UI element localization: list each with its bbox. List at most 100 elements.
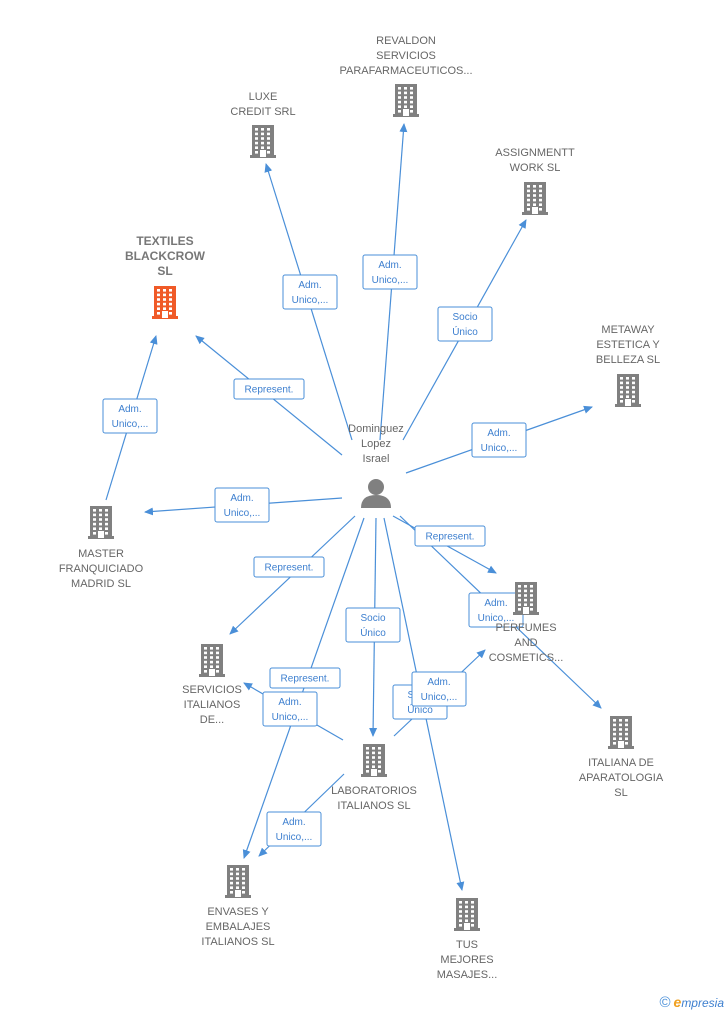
edge-label-text: Adm. [487, 428, 510, 439]
building-icon-envases[interactable] [225, 865, 251, 898]
edge-label-text: Adm. [278, 697, 301, 708]
building-icon-revaldon[interactable] [393, 84, 419, 117]
building-icon-laboratorios[interactable] [361, 744, 387, 777]
node-label-line: LUXE [249, 91, 278, 103]
brand-initial: e [673, 994, 682, 1010]
edge-label-text: Unico,... [292, 295, 329, 306]
person-icon[interactable] [361, 479, 391, 508]
edge-label-text: Unico,... [372, 275, 409, 286]
node-label-line: SL [157, 264, 172, 278]
building-icon-textiles[interactable] [152, 286, 178, 319]
copyright-symbol: © [659, 994, 671, 1011]
building-icon-metaway[interactable] [615, 374, 641, 407]
node-label-line: LABORATORIOS [331, 785, 417, 797]
edge-label-text: Socio [452, 312, 477, 323]
node-label-line: EMBALAJES [206, 921, 271, 933]
brand-footer[interactable]: ©empresia [659, 994, 724, 1011]
node-label-line: MASTER [78, 548, 124, 560]
edge-label-box[interactable] [233, 378, 305, 400]
node-label-line: ITALIANOS SL [201, 936, 274, 948]
building-icon-assignmentt[interactable] [522, 182, 548, 215]
node-label-line: ITALIANOS [184, 699, 241, 711]
edge-label-text: Adm. [427, 677, 450, 688]
edge-label-box[interactable] [345, 607, 401, 643]
edge-label-box[interactable] [414, 525, 486, 547]
edge-label-box[interactable] [269, 667, 341, 689]
node-label-line: ESTETICA Y [596, 339, 660, 351]
company-label-assignmentt: ASSIGNMENTT WORK SL [495, 147, 575, 174]
edge-label-text: Adm. [484, 598, 507, 609]
company-label-master: MASTER FRANQUICIADO MADRID SL [59, 548, 144, 590]
company-label-luxe: LUXE CREDIT SRL [230, 91, 295, 118]
company-label-italiana: ITALIANA DE APARATOLOGIA SL [579, 757, 664, 799]
node-label-line: COSMETICS... [489, 652, 564, 664]
node-label-line: TUS [456, 939, 478, 951]
node-label-line: PERFUMES [495, 622, 556, 634]
edge-label-text: Adm. [118, 404, 141, 415]
edge-label-text: Unico,... [478, 613, 515, 624]
company-label-revaldon: REVALDONSERVICIOSPARAFARMACEUTICOS... [339, 35, 472, 77]
node-label-line: APARATOLOGIA [579, 772, 664, 784]
node-label-line: ENVASES Y [207, 906, 269, 918]
edge-label-text: Unico,... [276, 832, 313, 843]
edge-label-text: Socio [360, 613, 385, 624]
edge-label-box[interactable] [266, 811, 322, 847]
node-label-line: REVALDON [376, 35, 436, 47]
node-label-line: MEJORES [440, 954, 493, 966]
edge-label-text: Adm. [378, 260, 401, 271]
edge-label-text: Represent. [426, 532, 475, 543]
node-label-line: Israel [363, 453, 390, 465]
edge-label-box[interactable] [262, 691, 318, 727]
edge-label-text: Represent. [281, 674, 330, 685]
edge-labels-layer: Adm.Unico,...Adm.Unico,...SocioÚnicoRepr… [102, 254, 527, 847]
node-label-line: SL [614, 787, 627, 799]
node-label-line: Dominguez [348, 423, 404, 435]
edge-label-box[interactable] [253, 556, 325, 578]
edge-label-text: Único [452, 325, 478, 338]
node-label-line: AND [514, 637, 537, 649]
node-label-line: MADRID SL [71, 578, 131, 590]
node-label-line: ASSIGNMENTT [495, 147, 575, 159]
building-icon-luxe[interactable] [250, 125, 276, 158]
edge-label-text: Unico,... [481, 443, 518, 454]
company-label-perfumes: PERFUMES AND COSMETICS... [489, 622, 564, 664]
node-label-line: ITALIANOS SL [337, 800, 410, 812]
node-label-line: TEXTILES [136, 234, 193, 248]
edge-label-box[interactable] [471, 422, 527, 458]
company-label-tus: TUS MEJORES MASAJES... [437, 939, 498, 981]
node-label-line: WORK SL [510, 162, 561, 174]
node-label-line: BELLEZA SL [596, 354, 660, 366]
brand-name: mpresia [681, 996, 724, 1010]
node-label-line: Lopez [361, 438, 391, 450]
edge-label-box[interactable] [362, 254, 418, 290]
edge-label-box[interactable] [411, 671, 467, 707]
node-label-line: DE... [200, 714, 224, 726]
building-icon-italiana[interactable] [608, 716, 634, 749]
node-label-line: ITALIANA DE [588, 757, 654, 769]
edge-label-box[interactable] [102, 398, 158, 434]
node-label-line: CREDIT SRL [230, 106, 295, 118]
node-label-line: FRANQUICIADO [59, 563, 144, 575]
edge-label-text: Adm. [298, 280, 321, 291]
building-icon-servicios[interactable] [199, 644, 225, 677]
company-label-envases: ENVASES Y EMBALAJES ITALIANOS SL [201, 906, 274, 948]
edge-label-box[interactable] [282, 274, 338, 310]
building-icon-perfumes[interactable] [513, 582, 539, 615]
building-icon-tus[interactable] [454, 898, 480, 931]
edge-label-text: Unico,... [224, 508, 261, 519]
edge-label-text: Único [360, 626, 386, 639]
edge-label-box[interactable] [437, 306, 493, 342]
building-icon-master[interactable] [88, 506, 114, 539]
edge-label-text: Represent. [265, 563, 314, 574]
edge-label-text: Unico,... [421, 692, 458, 703]
edge-label-box[interactable] [214, 487, 270, 523]
edge-label-text: Represent. [245, 385, 294, 396]
company-label-laboratorios: LABORATORIOS ITALIANOS SL [331, 785, 417, 812]
node-label-line: MASAJES... [437, 969, 498, 981]
node-label-line: BLACKCROW [125, 249, 206, 263]
